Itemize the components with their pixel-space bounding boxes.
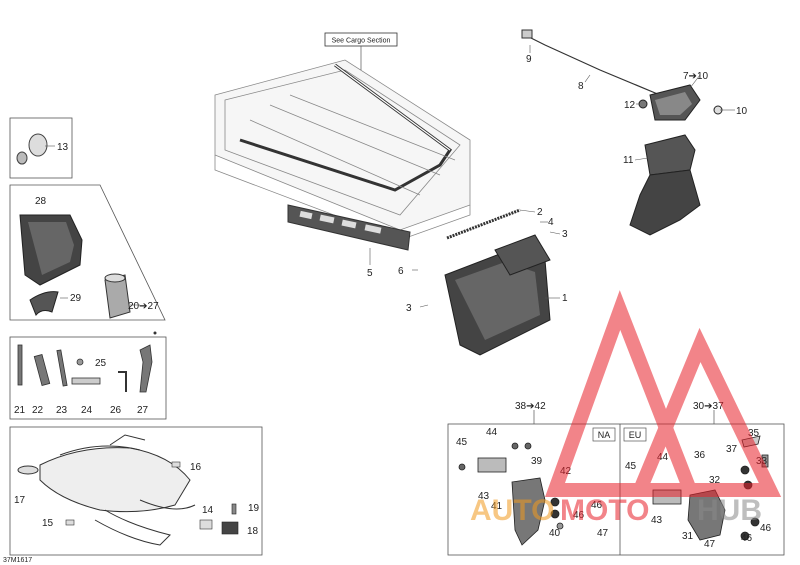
watermark-moto: MOTO (560, 494, 649, 527)
callout-4: 4 (548, 217, 554, 228)
callout-24: 24 (81, 405, 93, 416)
callout-20-27: 20➔27 (128, 301, 159, 312)
callout-35: 35 (748, 428, 760, 439)
callout-27: 27 (137, 405, 149, 416)
callout-40: 40 (549, 528, 561, 539)
callout-18: 18 (247, 526, 259, 537)
callout-46a: 46 (591, 500, 603, 511)
watermark-auto: AUTO (470, 494, 554, 527)
decal-part-14 (199, 519, 213, 530)
callout-38-42: 38➔42 (515, 401, 546, 412)
callout-21: 21 (14, 405, 26, 416)
light-bracket-part-11 (629, 134, 701, 236)
decal-part-18 (221, 521, 239, 535)
callout-7-10: 7➔10 (683, 71, 709, 82)
callout-28: 28 (35, 196, 47, 207)
callout-10: 10 (736, 106, 748, 117)
callout-8: 8 (578, 81, 584, 92)
mud-flap-part-1 (444, 234, 551, 356)
label-part-16 (171, 461, 181, 468)
callout-23: 23 (56, 405, 68, 416)
callout-2: 2 (537, 207, 543, 218)
callout-11: 11 (623, 155, 634, 166)
callout-26: 26 (110, 405, 122, 416)
watermark-hub: HUB (697, 494, 762, 527)
region-tag-eu: EU (629, 430, 642, 440)
callout-29: 29 (70, 293, 82, 304)
callout-46b: 46 (573, 510, 585, 521)
callout-45a: 45 (456, 437, 468, 448)
callout-15: 15 (42, 518, 54, 529)
callout-1: 1 (562, 293, 568, 304)
tools-illustration (17, 344, 153, 393)
callout-47a: 47 (597, 528, 609, 539)
storage-bag-part-28 (19, 214, 83, 286)
callout-44a: 44 (486, 427, 498, 438)
callout-3b: 3 (406, 303, 412, 314)
tool-pouch-part-20-27 (104, 273, 131, 319)
callout-13: 13 (57, 142, 69, 153)
inset-box-na-eu (447, 423, 785, 556)
skid-plate-part-5 (287, 204, 411, 251)
callout-3a: 3 (562, 229, 568, 240)
snowmobile-illustration (17, 434, 196, 546)
callout-39: 39 (531, 456, 543, 467)
callout-43a: 43 (478, 491, 490, 502)
callout-37: 37 (726, 444, 738, 455)
callout-32: 32 (709, 475, 721, 486)
callout-6: 6 (398, 266, 404, 277)
callout-19: 19 (248, 503, 260, 514)
callout-46c: 46 (760, 523, 772, 534)
label-part-15 (65, 519, 75, 526)
callout-46d: 46 (741, 533, 753, 544)
callout-36: 36 (694, 450, 706, 461)
callout-9: 9 (526, 54, 532, 65)
na-bracket-assembly (458, 442, 564, 546)
automotohub-watermark: AUTO MOTO HUB (470, 290, 782, 527)
inset-box-tools (9, 336, 167, 420)
callout-5: 5 (367, 268, 373, 279)
inset-box-13 (9, 117, 73, 179)
callout-17: 17 (14, 495, 26, 506)
cargo-rack-illustration (214, 59, 471, 241)
region-tag-eu-box (623, 427, 647, 442)
callout-25: 25 (95, 358, 107, 369)
see-cargo-section-label: See Cargo Section (332, 38, 391, 45)
callout-43b: 43 (651, 515, 663, 526)
knob-part-13 (16, 133, 48, 165)
figure-code: 37M1617 (3, 557, 32, 564)
leader-lines (45, 45, 735, 308)
region-tag-na: NA (598, 430, 611, 440)
callout-22: 22 (32, 405, 44, 416)
region-tag-na-box (592, 427, 616, 442)
callout-16: 16 (190, 462, 202, 473)
callout-44b: 44 (657, 452, 669, 463)
callout-31: 31 (682, 531, 694, 542)
callout-47b: 47 (704, 539, 716, 550)
callout-labels: 1 2 3 4 5 6 3 9 8 7➔10 12 10 11 13 28 29… (3, 54, 772, 564)
callout-14: 14 (202, 505, 214, 516)
inset-box-sled (9, 426, 263, 556)
callout-30-37: 30➔37 (693, 401, 724, 412)
callout-45b: 45 (625, 461, 637, 472)
callout-12: 12 (624, 100, 636, 111)
tail-light-illustration (521, 29, 723, 121)
inset-box-28-29 (9, 184, 166, 321)
strip-part-2 (446, 208, 521, 240)
callout-41: 41 (491, 501, 503, 512)
spring-part-19 (231, 503, 237, 515)
strap-part-29 (29, 291, 59, 316)
